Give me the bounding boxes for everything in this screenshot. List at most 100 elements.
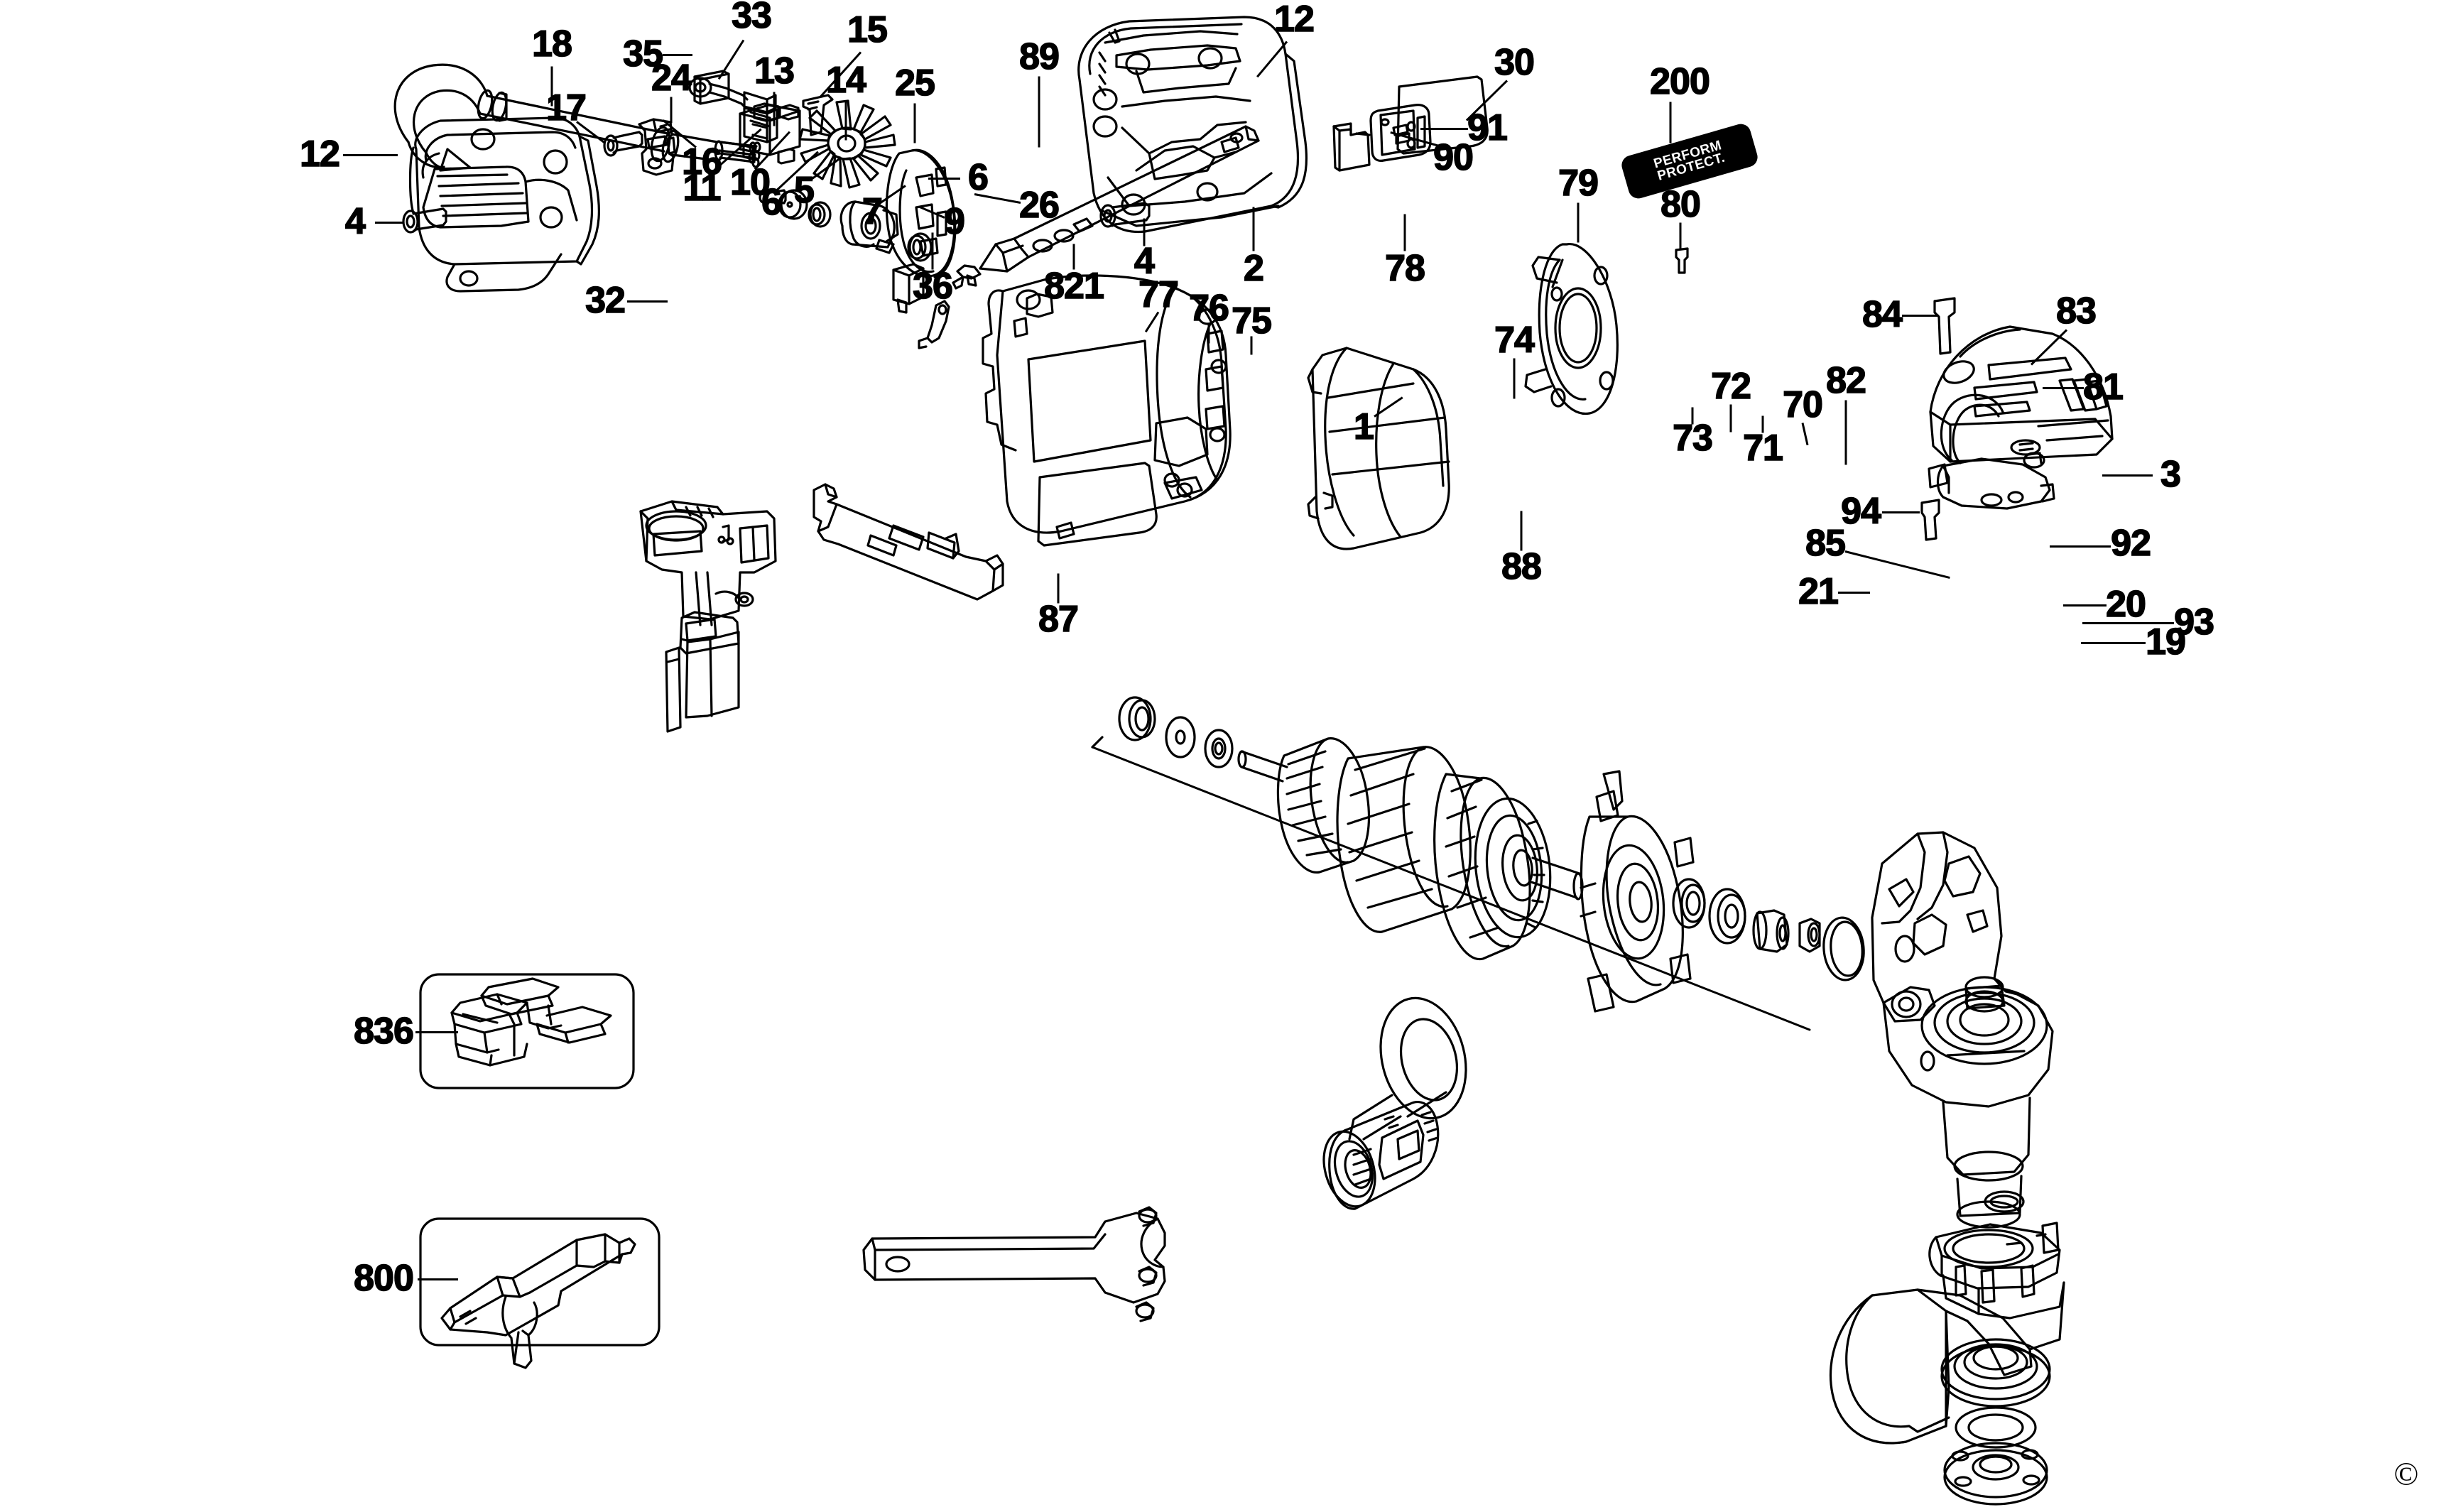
part-callout-2: 2 bbox=[1243, 248, 1265, 289]
leader-line bbox=[375, 222, 403, 224]
part-5-bearing-carrier bbox=[839, 200, 899, 254]
part-90-switch-plate bbox=[1332, 122, 1371, 172]
part-4-screw-left bbox=[402, 207, 447, 234]
part-36-brush-assembly bbox=[812, 483, 1004, 601]
part-94-screw bbox=[1920, 499, 1940, 541]
part-callout-3: 3 bbox=[2160, 454, 2182, 495]
part-2-field-housing bbox=[982, 274, 1232, 540]
part-callout-15: 15 bbox=[847, 9, 888, 50]
leader-line bbox=[1902, 315, 1939, 317]
part-callout-91: 91 bbox=[1467, 107, 1508, 148]
leader-line bbox=[1669, 102, 1672, 143]
part-callout-13: 13 bbox=[754, 50, 795, 92]
part-callout-836: 836 bbox=[353, 1011, 414, 1052]
part-87-spanner-wrench bbox=[862, 1206, 1166, 1322]
part-callout-33: 33 bbox=[731, 0, 772, 36]
leader-line bbox=[1838, 592, 1870, 594]
part-821-label bbox=[1037, 462, 1158, 547]
part-callout-36: 36 bbox=[912, 266, 953, 307]
part-93-washer bbox=[1955, 1406, 2037, 1449]
part-33-carbon-brush bbox=[688, 77, 778, 143]
leader-line bbox=[2102, 474, 2153, 477]
leader-line bbox=[670, 97, 673, 124]
part-callout-70: 70 bbox=[1782, 384, 1823, 425]
leader-line bbox=[1420, 128, 1468, 130]
part-73-washer bbox=[1672, 878, 1706, 929]
part-6-bearing-b bbox=[907, 232, 933, 262]
part-callout-21: 21 bbox=[1798, 571, 1839, 612]
part-72-spacer bbox=[1708, 888, 1746, 945]
part-6-bearing-a bbox=[808, 201, 832, 228]
part-callout-9: 9 bbox=[944, 201, 966, 242]
part-callout-79: 79 bbox=[1558, 163, 1599, 204]
part-callout-821: 821 bbox=[1043, 266, 1104, 307]
part-82-seal-ring bbox=[1822, 916, 1865, 981]
part-callout-74: 74 bbox=[1494, 320, 1535, 361]
part-1-armature bbox=[1091, 696, 1811, 1031]
leader-line bbox=[913, 103, 916, 143]
part-9-lever bbox=[918, 300, 950, 349]
part-79-bearing-plate bbox=[1524, 243, 1619, 415]
part-callout-4b: 4 bbox=[1134, 241, 1156, 282]
leader-line bbox=[931, 232, 934, 270]
leader-line bbox=[1882, 511, 1920, 513]
leader-line bbox=[1513, 358, 1516, 399]
part-callout-19: 19 bbox=[2145, 621, 2186, 663]
part-callout-6a: 6 bbox=[761, 182, 783, 223]
copyright-symbol: © bbox=[2393, 1455, 2419, 1492]
part-71-bushing bbox=[1752, 909, 1790, 953]
part-callout-12t: 12 bbox=[1273, 0, 1315, 40]
leader-line bbox=[2063, 604, 2107, 607]
part-callout-4a: 4 bbox=[344, 201, 366, 242]
part-callout-94: 94 bbox=[1840, 491, 1881, 532]
part-callout-90: 90 bbox=[1433, 137, 1474, 178]
part-callout-84: 84 bbox=[1861, 294, 1903, 335]
part-callout-25: 25 bbox=[894, 62, 935, 104]
part-21-wheel-guard bbox=[1829, 1281, 2065, 1445]
part-callout-77: 77 bbox=[1138, 274, 1179, 315]
part-800-accessory-grease bbox=[419, 1217, 661, 1369]
part-81-clamp-ring bbox=[1928, 393, 2055, 510]
part-92-oring bbox=[1984, 1190, 2025, 1213]
part-callout-71: 71 bbox=[1742, 428, 1783, 469]
leader-line bbox=[2043, 387, 2084, 389]
part-callout-72: 72 bbox=[1710, 366, 1751, 407]
part-84-screw bbox=[1933, 297, 1956, 355]
part-callout-85: 85 bbox=[1805, 523, 1846, 564]
part-836-accessory-box bbox=[419, 973, 635, 1089]
part-callout-87: 87 bbox=[1038, 599, 1079, 640]
part-callout-16: 16 bbox=[681, 141, 722, 183]
part-callout-81: 81 bbox=[2082, 366, 2124, 408]
part-callout-78: 78 bbox=[1384, 248, 1425, 289]
part-74-fan-baffle bbox=[1580, 770, 1695, 1013]
part-70-nut bbox=[1798, 918, 1821, 953]
leader-line bbox=[1729, 404, 1732, 433]
part-callout-14: 14 bbox=[825, 60, 866, 101]
part-callout-7: 7 bbox=[861, 191, 884, 232]
part-callout-200: 200 bbox=[1649, 61, 1710, 102]
leader-line bbox=[343, 154, 398, 156]
part-callout-30: 30 bbox=[1494, 42, 1535, 83]
part-callout-12l: 12 bbox=[299, 134, 340, 175]
part-callout-75: 75 bbox=[1231, 300, 1272, 342]
part-13-switch bbox=[739, 102, 801, 165]
part-callout-73: 73 bbox=[1672, 418, 1713, 459]
leader-line bbox=[1679, 222, 1682, 250]
part-callout-88: 88 bbox=[1501, 546, 1542, 587]
leader-line bbox=[418, 1278, 458, 1280]
leader-line bbox=[773, 92, 776, 126]
part-callout-93: 93 bbox=[2173, 602, 2214, 643]
part-callout-6b: 6 bbox=[967, 157, 989, 198]
part-callout-92: 92 bbox=[2110, 523, 2151, 564]
part-callout-1: 1 bbox=[1353, 406, 1375, 447]
part-17-screw bbox=[603, 131, 643, 157]
part-88-side-handle bbox=[1322, 996, 1467, 1210]
part-callout-5: 5 bbox=[793, 170, 815, 211]
part-callout-24: 24 bbox=[651, 58, 692, 99]
part-callout-800: 800 bbox=[353, 1258, 414, 1299]
part-callout-20: 20 bbox=[2105, 584, 2146, 625]
leader-line bbox=[928, 178, 960, 180]
part-callout-26: 26 bbox=[1018, 185, 1060, 226]
